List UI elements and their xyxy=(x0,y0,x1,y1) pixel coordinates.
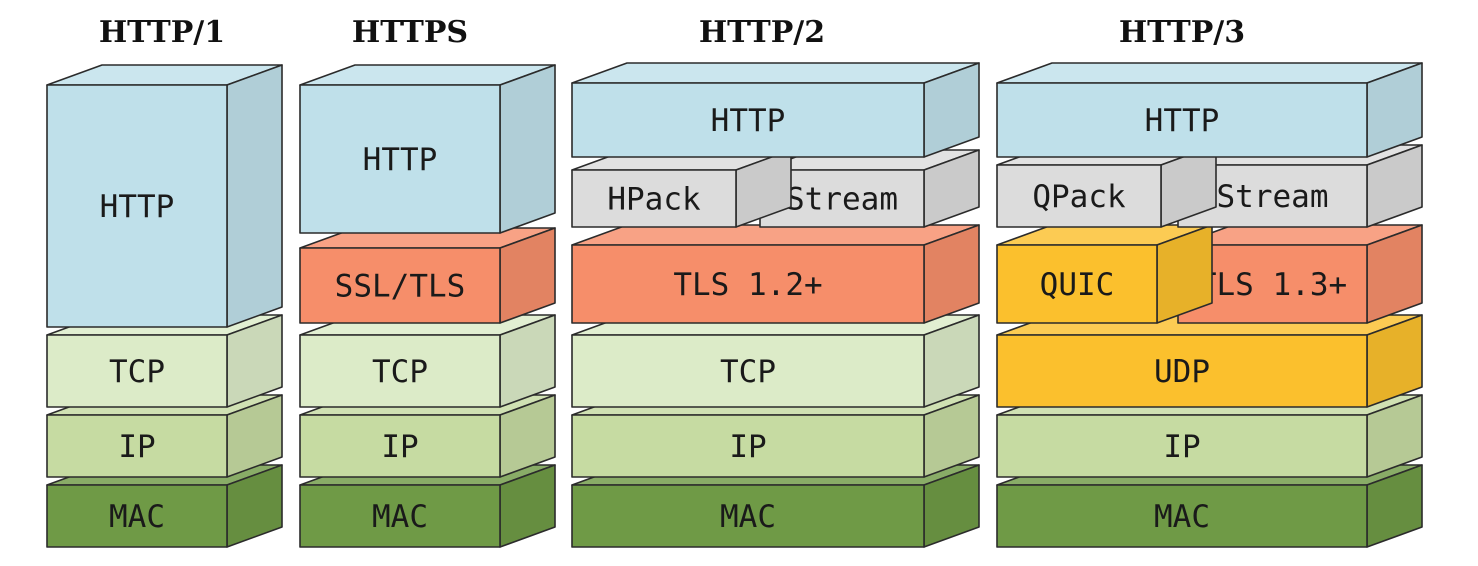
block-label: MAC xyxy=(372,499,428,535)
column-title-http1: HTTP/1 xyxy=(99,15,225,50)
block-udp: UDP xyxy=(996,314,1423,408)
block-label: MAC xyxy=(1154,499,1210,535)
block-label: TCP xyxy=(372,354,428,390)
block-front-face xyxy=(996,82,1368,158)
block-top-face xyxy=(571,62,980,84)
block-label: HTTP xyxy=(1145,103,1220,139)
block-stream: Stream xyxy=(759,149,980,228)
block-label: QUIC xyxy=(1040,267,1115,303)
block-front-face xyxy=(996,414,1368,478)
blocks-layer: MAC MAC MAC MAC IP IP IP IP UDP TCP TCP TCP SSL/TLS T… xyxy=(46,62,1423,548)
column-title-http2: HTTP/2 xyxy=(699,15,825,50)
column-title-http3: HTTP/3 xyxy=(1119,15,1245,50)
block-label: IP xyxy=(729,429,766,465)
block-front-face xyxy=(299,84,501,234)
block-front-face xyxy=(996,334,1368,408)
block-front-face xyxy=(571,334,925,408)
block-front-face xyxy=(299,247,501,324)
block-label: TLS 1.3+ xyxy=(1198,267,1347,303)
block-label: MAC xyxy=(720,499,776,535)
block-top-face xyxy=(571,224,980,246)
block-front-face xyxy=(299,484,501,548)
block-front-face xyxy=(46,334,228,408)
block-side-face xyxy=(499,64,556,234)
block-side-face xyxy=(226,64,283,328)
column-title-https: HTTPS xyxy=(352,15,468,50)
block-label: HPack xyxy=(607,182,701,218)
block-front-face xyxy=(299,414,501,478)
block-tcp: TCP xyxy=(299,314,556,408)
block-http: HTTP xyxy=(299,64,556,234)
block-label: IP xyxy=(1163,429,1200,465)
block-http: HTTP xyxy=(996,62,1423,158)
block-label: TLS 1.2+ xyxy=(673,267,822,303)
block-label: IP xyxy=(381,429,418,465)
block-front-face xyxy=(46,414,228,478)
block-front-face xyxy=(571,82,925,158)
block-tcp: TCP xyxy=(571,314,980,408)
block-http: HTTP xyxy=(571,62,980,158)
block-label: UDP xyxy=(1154,354,1210,390)
block-label: Stream xyxy=(1217,179,1329,215)
block-hpack: HPack xyxy=(571,149,792,228)
block-front-face xyxy=(996,244,1158,324)
block-front-face xyxy=(46,484,228,548)
block-label: IP xyxy=(118,429,155,465)
block-qpack: QPack xyxy=(996,144,1217,228)
block-front-face xyxy=(996,484,1368,548)
block-label: QPack xyxy=(1032,179,1126,215)
block-label: TCP xyxy=(720,354,776,390)
block-tls-1-3: TLS 1.3+ xyxy=(1177,224,1423,324)
block-label: HTTP xyxy=(363,142,438,178)
block-label: HTTP xyxy=(100,189,175,225)
block-front-face xyxy=(571,244,925,324)
block-label: SSL/TLS xyxy=(335,269,466,305)
block-tls-1-2: TLS 1.2+ xyxy=(571,224,980,324)
block-front-face xyxy=(996,164,1162,228)
block-tcp: TCP xyxy=(46,314,283,408)
block-front-face xyxy=(571,484,925,548)
block-front-face xyxy=(571,414,925,478)
block-front-face xyxy=(46,84,228,328)
block-label: MAC xyxy=(109,499,165,535)
block-label: Stream xyxy=(786,182,898,218)
block-front-face xyxy=(571,169,737,228)
block-http: HTTP xyxy=(46,64,283,328)
block-label: HTTP xyxy=(711,103,786,139)
block-front-face xyxy=(299,334,501,408)
block-top-face xyxy=(996,62,1423,84)
block-label: TCP xyxy=(109,354,165,390)
block-ip: IP xyxy=(996,394,1423,478)
block-quic: QUIC xyxy=(996,224,1213,324)
block-ssl-tls: SSL/TLS xyxy=(299,227,556,324)
